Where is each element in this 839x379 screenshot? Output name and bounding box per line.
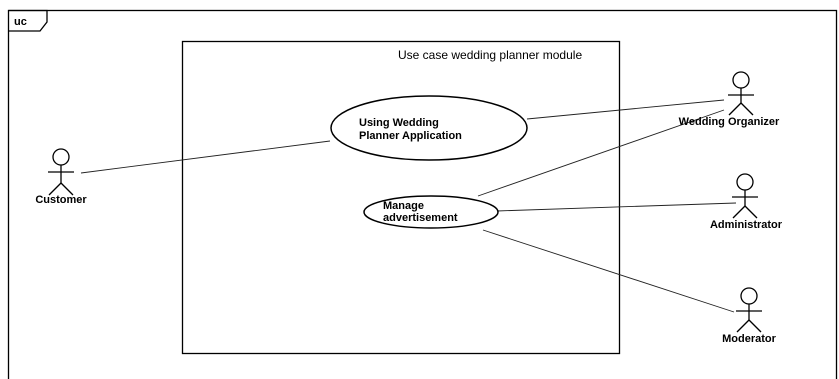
use-case-label-line-2: Planner Application (359, 130, 462, 142)
frame-tab (8, 9, 48, 32)
use-case-manage-advertisement[interactable]: Manage advertisement (363, 195, 499, 229)
diagram-frame (7, 9, 838, 379)
stick-figure-icon (728, 71, 754, 116)
assoc-manage-ads-administrator (496, 202, 737, 212)
actor-administrator[interactable]: Administrator (710, 173, 783, 231)
use-case-using-wedding-planner-application[interactable]: Using Wedding Planner Application (330, 95, 528, 161)
actor-label: Administrator (710, 219, 783, 231)
boundary-label: Use case wedding planner module (398, 48, 582, 62)
stick-figure-icon (48, 148, 74, 196)
actor-label: Moderator (722, 333, 777, 345)
stick-figure-icon (732, 173, 758, 219)
assoc-customer-using-app (80, 140, 331, 174)
frame-label: uc (14, 16, 27, 28)
use-case-label-line-1: Using Wedding (359, 117, 439, 129)
assoc-manage-ads-moderator (482, 229, 735, 313)
actor-customer[interactable]: Customer (35, 148, 87, 206)
actor-moderator[interactable]: Moderator (722, 287, 777, 345)
assoc-using-app-organizer (526, 99, 725, 120)
actor-wedding-organizer[interactable]: Wedding Organizer (679, 71, 780, 128)
actor-label: Wedding Organizer (679, 116, 780, 128)
assoc-manage-ads-organizer (477, 109, 725, 197)
use-case-label-line-1: Manage (383, 200, 424, 212)
use-case-label-line-2: advertisement (383, 212, 458, 224)
actor-label: Customer (35, 194, 87, 206)
system-boundary (181, 40, 621, 355)
stick-figure-icon (736, 287, 762, 333)
